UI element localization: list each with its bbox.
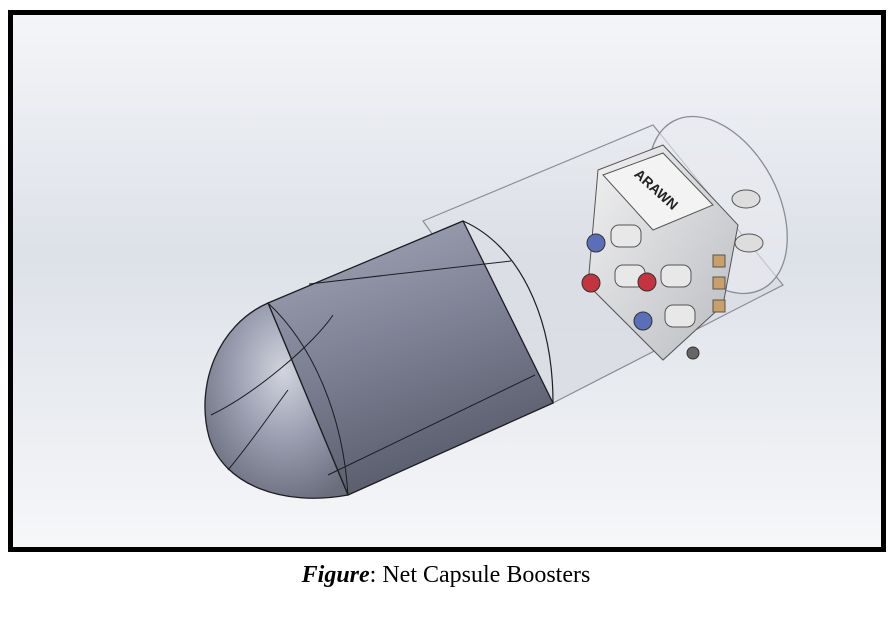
capsule-render: ARAWN <box>13 15 881 547</box>
red-nozzle-icon <box>581 273 601 293</box>
figure-frame: ARAWN <box>8 10 886 552</box>
capsule-body <box>204 220 554 499</box>
caption-lead: Figure <box>301 562 370 588</box>
blue-nozzle-icon <box>586 233 606 253</box>
blue-nozzle-icon <box>633 311 653 331</box>
caption-text: Net Capsule Boosters <box>376 562 591 588</box>
caption-separator: : <box>369 562 377 588</box>
red-nozzle-icon <box>637 272 657 292</box>
booster-assembly: ARAWN <box>581 144 764 361</box>
figure-caption: Figure: Net Capsule Boosters <box>0 562 892 589</box>
